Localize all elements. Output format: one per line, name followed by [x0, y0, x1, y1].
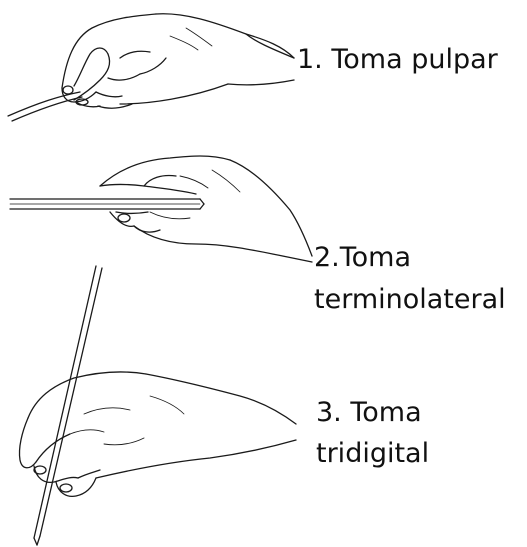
hand-pulp-grip-drawing — [8, 14, 294, 121]
caption-terminolateral-grip-line-1: 2.Toma — [314, 238, 411, 278]
caption-tridigital-grip-line-1: 3. Toma — [316, 393, 422, 433]
hand-terminolateral-grip-drawing — [10, 156, 312, 262]
caption-tridigital-grip-line-2: tridigital — [316, 434, 429, 474]
caption-pulp-grip: 1. Toma pulpar — [297, 40, 498, 80]
hand-tridigital-grip-drawing — [19, 266, 296, 545]
caption-terminolateral-grip-line-2: terminolateral — [314, 280, 506, 320]
